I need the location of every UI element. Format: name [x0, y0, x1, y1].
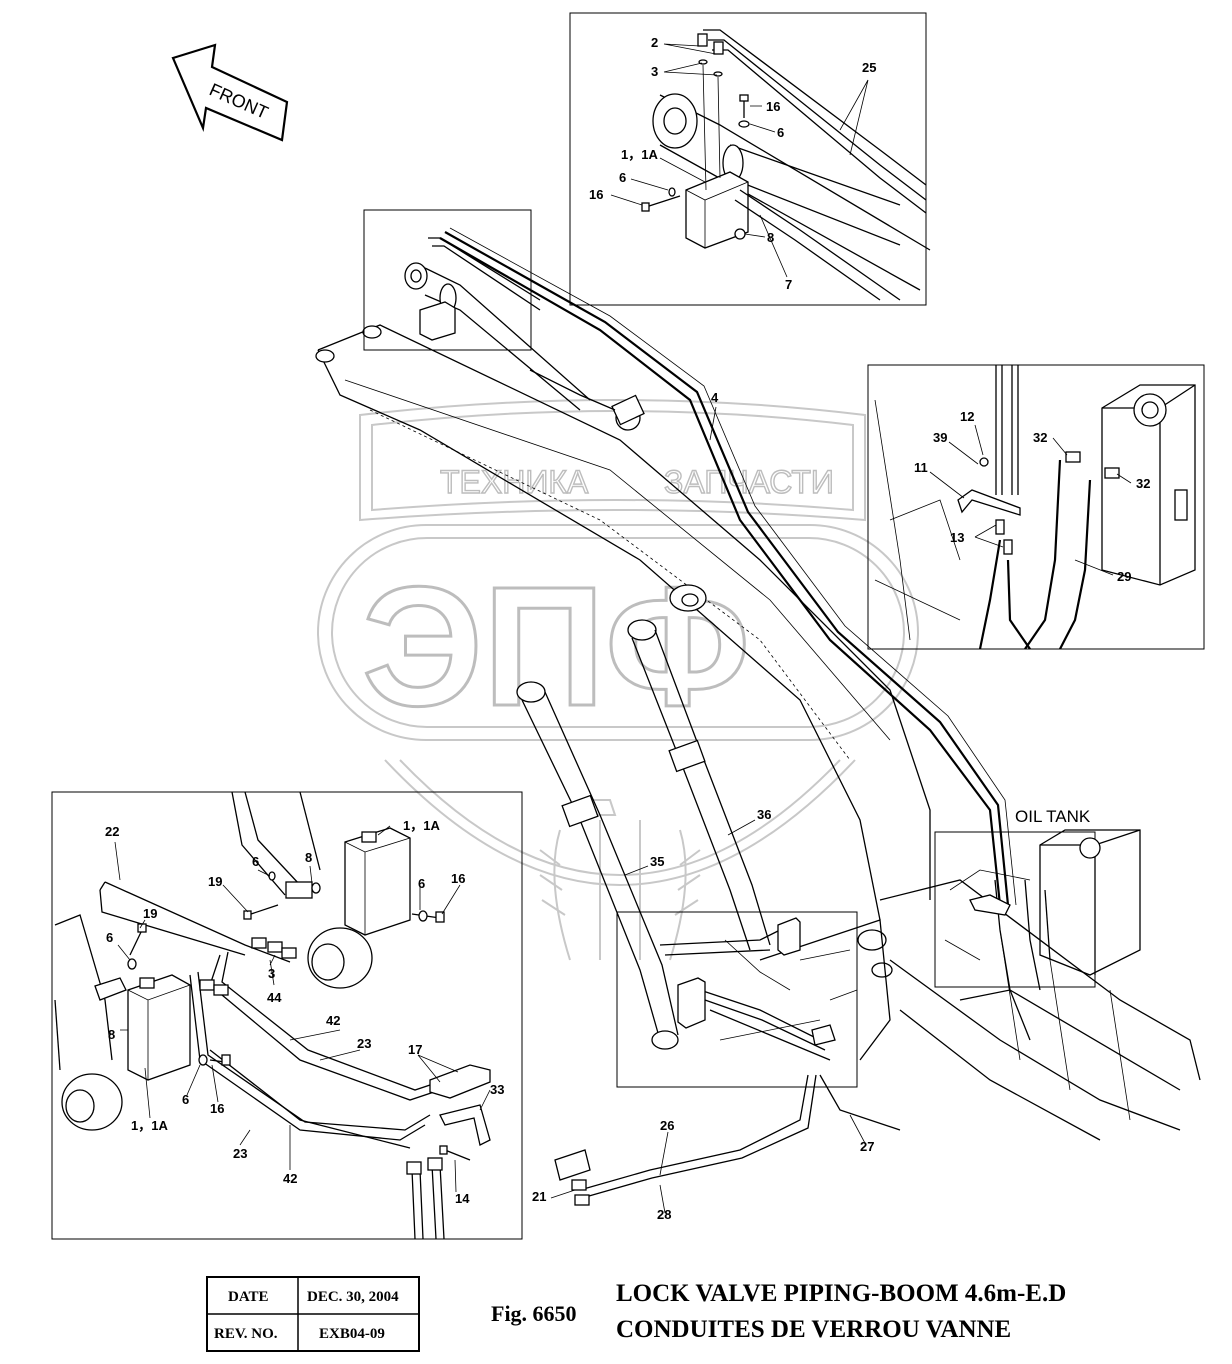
callout-17: 17	[408, 1042, 422, 1057]
boom-assembly	[315, 227, 1201, 1141]
callout-8: 8	[108, 1027, 115, 1042]
figure-title-en: LOCK VALVE PIPING-BOOM 4.6m-E.D	[616, 1280, 1066, 1307]
callout-27: 27	[860, 1139, 874, 1154]
callout-23: 23	[357, 1036, 371, 1051]
callout-6: 6	[619, 170, 626, 185]
callout-8: 8	[767, 230, 774, 245]
callout-32: 32	[1033, 430, 1047, 445]
callout-7: 7	[785, 277, 792, 292]
callout-6: 6	[418, 876, 425, 891]
main-callouts: 4 36 35 33 26 27 21 28	[490, 390, 901, 1222]
watermark-text-left: ТЕХНИКА	[440, 464, 589, 500]
rev-label: REV. NO.	[214, 1326, 278, 1342]
callout-19: 19	[143, 906, 157, 921]
callout-35: 35	[650, 854, 664, 869]
callout-29: 29	[1117, 569, 1131, 584]
watermark-logo: ЭПФ	[362, 552, 750, 742]
callout-23: 23	[233, 1146, 247, 1161]
callout-42: 42	[326, 1013, 340, 1028]
boom-cylinder-1	[516, 681, 679, 1050]
rev-value: EXB04-09	[319, 1326, 385, 1342]
callout-2: 2	[651, 35, 658, 50]
callout-22: 22	[105, 824, 119, 839]
detail-oil-tank: OIL TANK	[934, 807, 1141, 1041]
boom-cylinder-2	[627, 619, 771, 951]
callout-36: 36	[757, 807, 771, 822]
callout-25: 25	[862, 60, 876, 75]
callout-14: 14	[455, 1191, 470, 1206]
callout-8: 8	[305, 850, 312, 865]
wheat-ears-emblem	[539, 799, 701, 961]
callout-3: 3	[651, 64, 658, 79]
watermark-text-right: ЗАПЧАСТИ	[664, 464, 834, 500]
detail-right: 12 39 11 32 32 13 29	[867, 364, 1205, 650]
callout-6: 6	[106, 930, 113, 945]
detail-top: 2 3 25 16 6 1，1A 6 16 8 7	[569, 12, 931, 306]
callout-1-1a: 1，1A	[621, 147, 658, 162]
callout-44: 44	[267, 990, 282, 1005]
callout-6: 6	[252, 854, 259, 869]
callout-21: 21	[532, 1189, 546, 1204]
callout-6: 6	[777, 125, 784, 140]
callout-28: 28	[657, 1207, 671, 1222]
front-arrow: FRONT	[171, 43, 289, 142]
callout-1-1a: 1，1A	[131, 1118, 168, 1133]
callout-6: 6	[182, 1092, 189, 1107]
callout-16: 16	[451, 871, 465, 886]
callout-32: 32	[1136, 476, 1150, 491]
callout-26: 26	[660, 1118, 674, 1133]
oil-tank-label: OIL TANK	[1015, 807, 1091, 826]
callout-16: 16	[766, 99, 780, 114]
detail-boom-head	[363, 209, 645, 431]
detail-left: 22 1，1A 6 8 19 6 16 19 6 3 44 8 42 23 17…	[51, 791, 523, 1240]
figure-number: Fig. 6650	[491, 1301, 577, 1326]
hose-4	[439, 237, 1002, 906]
callout-16: 16	[589, 187, 603, 202]
callout-4: 4	[711, 390, 719, 405]
callout-12: 12	[960, 409, 974, 424]
callout-33: 33	[490, 1082, 504, 1097]
callout-3: 3	[268, 966, 275, 981]
title-block: DATE DEC. 30, 2004 REV. NO. EXB04-09	[206, 1276, 420, 1352]
callout-39: 39	[933, 430, 947, 445]
callout-13: 13	[950, 530, 964, 545]
detail-base	[616, 911, 858, 1088]
upper-frame	[759, 879, 1201, 1141]
callout-11: 11	[914, 460, 928, 475]
date-label: DATE	[228, 1289, 269, 1305]
callout-16: 16	[210, 1101, 224, 1116]
callout-19: 19	[208, 874, 222, 889]
callout-1-1a: 1，1A	[403, 818, 440, 833]
front-label: FRONT	[206, 79, 271, 122]
date-value: DEC. 30, 2004	[307, 1289, 399, 1305]
callout-42: 42	[283, 1171, 297, 1186]
figure-title-fr: CONDUITES DE VERROU VANNE	[616, 1316, 1011, 1343]
